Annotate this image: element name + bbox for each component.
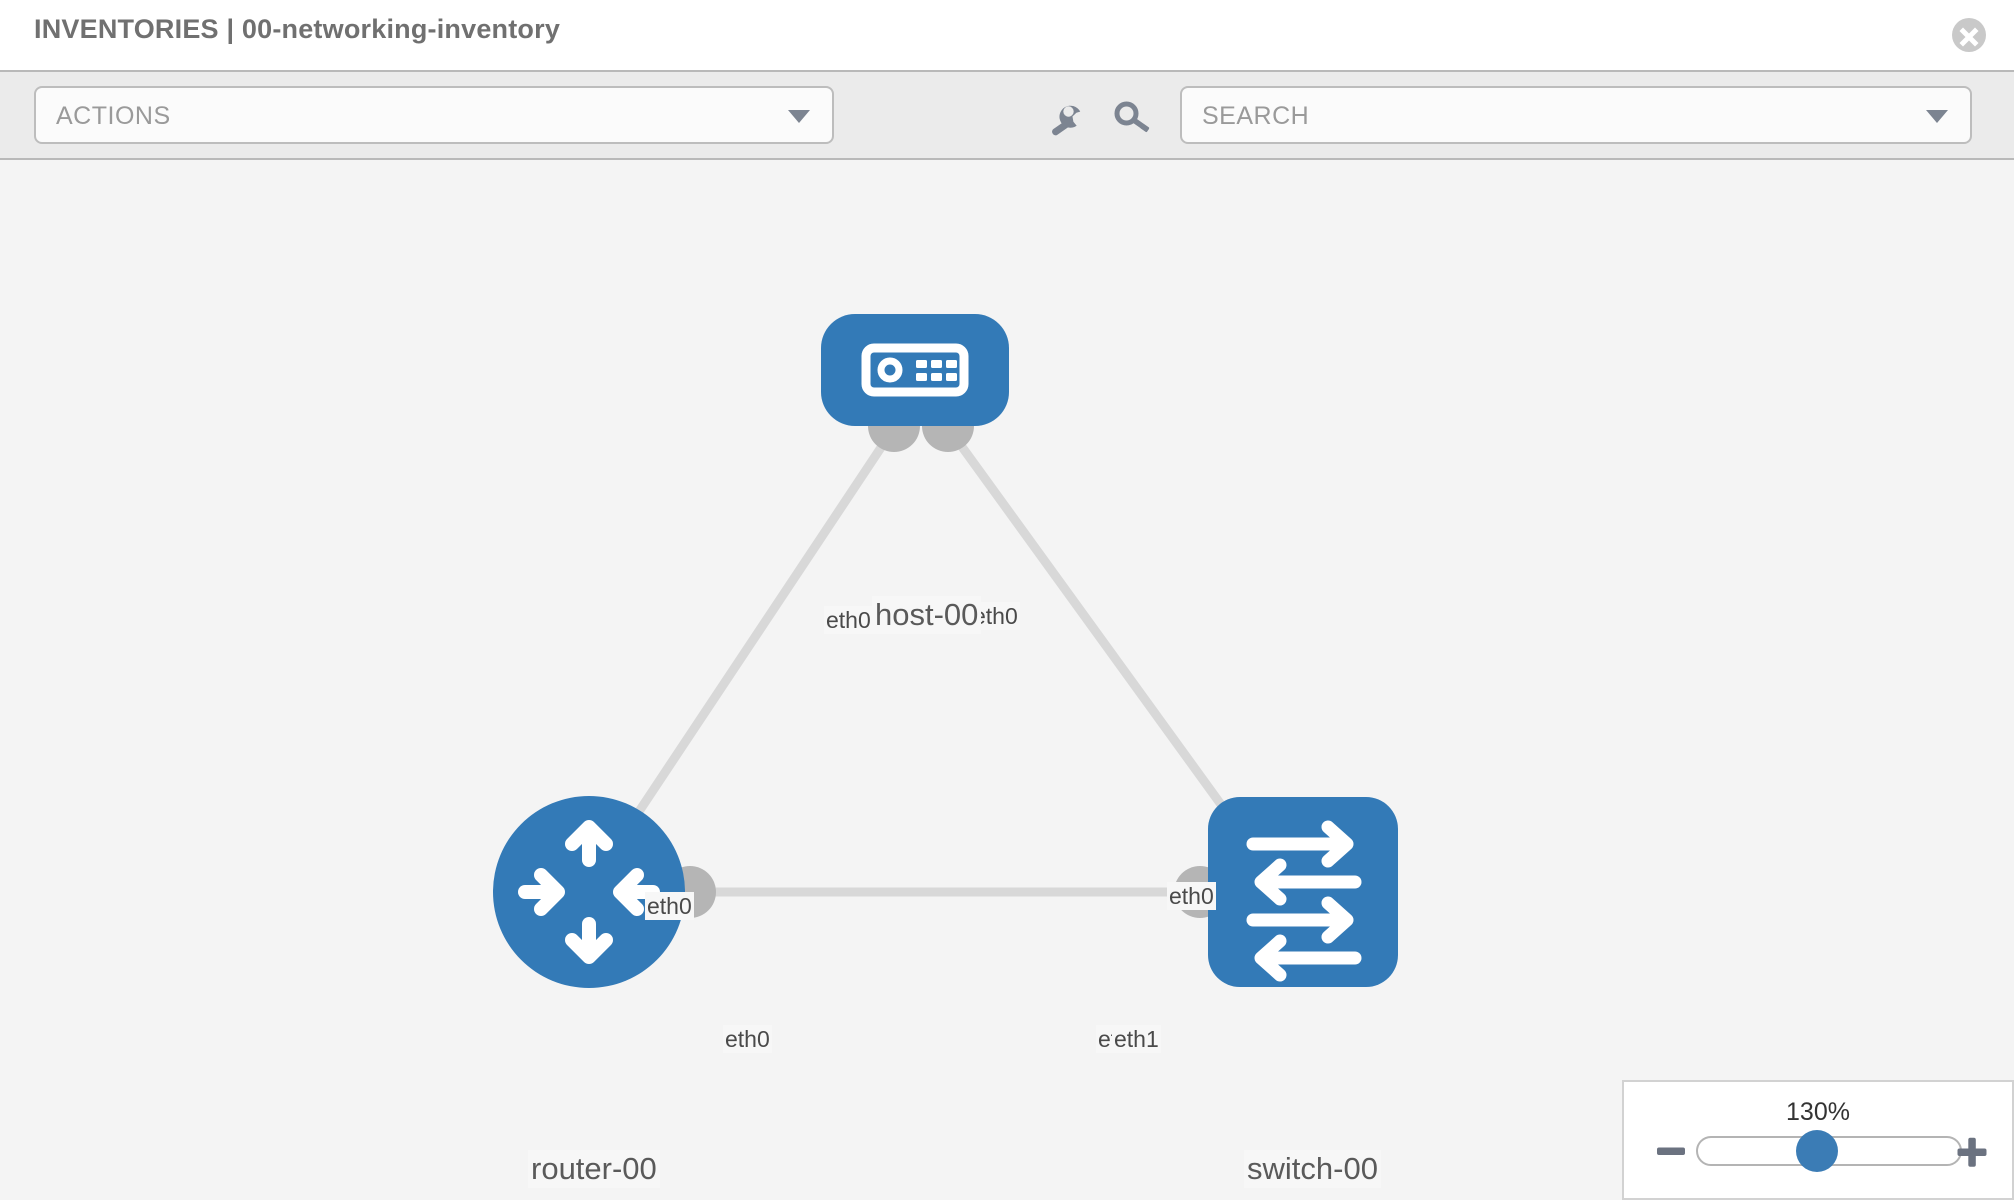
- edge-label-host-router-near-host: eth0: [824, 606, 873, 634]
- edge-label-host-switch-near-switch: eth0: [1167, 882, 1216, 910]
- zoom-slider-thumb[interactable]: [1796, 1130, 1838, 1172]
- node-label-host-00: host-00: [872, 596, 982, 634]
- page-header: INVENTORIES | 00-networking-inventory: [0, 0, 2014, 70]
- zoom-out-button[interactable]: [1654, 1134, 1688, 1173]
- topology-graph: [493, 314, 1398, 988]
- chevron-down-icon: [1926, 110, 1948, 123]
- edge-label-router-switch-near-router: eth0: [723, 1025, 772, 1053]
- edge-label-host-router-near-router: eth0: [645, 892, 694, 920]
- actions-dropdown-label: ACTIONS: [56, 102, 171, 130]
- topology-canvas[interactable]: eth0 eth0 eth0 eth0 eth0 eth0 eth1 host-…: [0, 160, 2014, 1200]
- zoom-control-panel: 130%: [1622, 1080, 2014, 1200]
- edge-host-router: [616, 419, 902, 843]
- node-label-switch-00: switch-00: [1244, 1150, 1381, 1188]
- zoom-in-button[interactable]: [1954, 1134, 1990, 1175]
- node-switch-00[interactable]: [1208, 797, 1398, 987]
- toolbar: ACTIONS SEARCH: [0, 70, 2014, 160]
- switch-arrows-icon: [1246, 820, 1362, 982]
- edge-host-switch: [940, 419, 1242, 831]
- port-circles: [594, 400, 1262, 918]
- search-placeholder: SEARCH: [1202, 102, 1310, 130]
- server-icon: [861, 343, 969, 397]
- node-label-router-00: router-00: [528, 1150, 660, 1188]
- zoom-percent-label: 130%: [1786, 1098, 1850, 1126]
- node-router-00[interactable]: [493, 796, 685, 988]
- page-title: INVENTORIES | 00-networking-inventory: [34, 14, 561, 44]
- edge-label-router-switch-near-switch: eth1: [1112, 1025, 1161, 1053]
- node-host-00[interactable]: [821, 314, 1009, 426]
- close-icon[interactable]: [1952, 18, 1986, 52]
- actions-dropdown[interactable]: ACTIONS: [34, 86, 834, 144]
- search-input[interactable]: SEARCH: [1180, 86, 1972, 144]
- chevron-down-icon: [788, 110, 810, 123]
- wrench-icon[interactable]: [1046, 98, 1088, 140]
- router-arrows-icon: [518, 820, 660, 964]
- key-icon[interactable]: [1112, 98, 1154, 140]
